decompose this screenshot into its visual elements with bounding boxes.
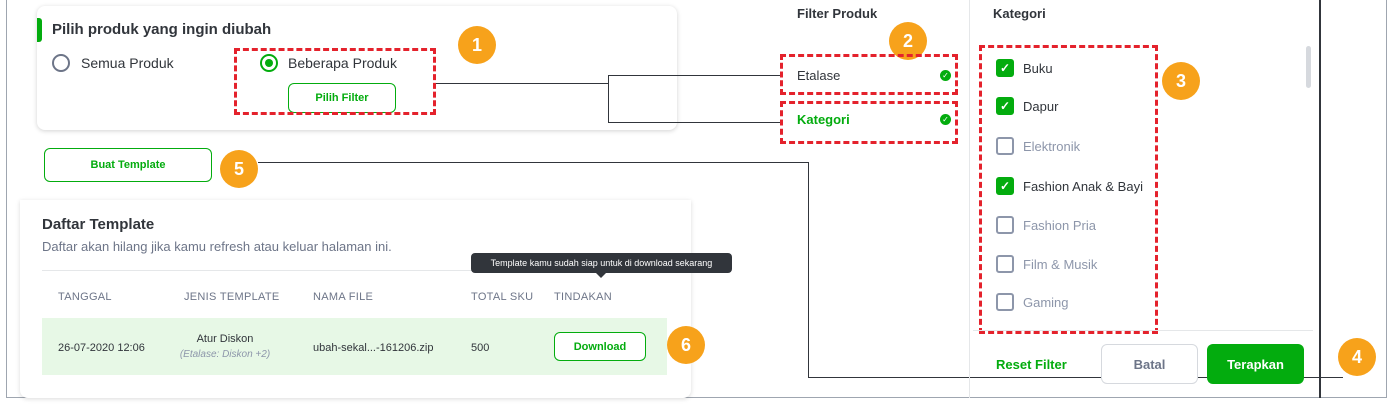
- column-header-action: TINDAKAN: [554, 291, 613, 303]
- category-label: Film & Musik: [1023, 257, 1098, 272]
- radio-some-products-label: Beberapa Produk: [288, 55, 397, 71]
- filter-item-kategori[interactable]: Kategori: [797, 112, 850, 127]
- category-label: Gaming: [1023, 295, 1069, 310]
- connector-line: [436, 83, 609, 84]
- checkbox-gaming[interactable]: [996, 293, 1014, 311]
- row-total-sku: 500: [471, 342, 490, 354]
- radio-some-products[interactable]: [260, 54, 278, 72]
- row-type-detail: (Etalase: Diskon +2): [179, 349, 271, 360]
- card-accent-bar: [37, 18, 42, 42]
- connector-line: [808, 377, 1343, 378]
- step-badge-1: 1: [458, 26, 496, 64]
- connector-line: [258, 162, 809, 163]
- checkbox-elektronik[interactable]: [996, 137, 1014, 155]
- category-label: Fashion Pria: [1023, 218, 1096, 233]
- highlight-box-1: [234, 48, 436, 115]
- scrollbar-thumb[interactable]: [1306, 46, 1311, 88]
- app-frame: [6, 0, 1387, 398]
- checkbox-film-musik[interactable]: [996, 255, 1014, 273]
- checkbox-dapur[interactable]: ✓: [996, 97, 1014, 115]
- column-header-file: NAMA FILE: [313, 291, 374, 303]
- table-header-divider: [42, 270, 667, 271]
- highlight-box-2b: [780, 101, 958, 144]
- panel-divider: [1319, 0, 1321, 398]
- step-badge-3: 3: [1162, 62, 1200, 100]
- radio-all-products-label: Semua Produk: [81, 55, 174, 71]
- step-badge-4: 4: [1338, 338, 1376, 376]
- category-label: Fashion Anak & Bayi: [1023, 179, 1143, 194]
- check-icon: ✓: [940, 114, 951, 125]
- category-panel-title: Kategori: [993, 6, 1046, 21]
- filter-panel-title: Filter Produk: [797, 6, 878, 21]
- row-file-name: ubah-sekal...-161206.zip: [313, 342, 434, 354]
- highlight-box-3: [979, 45, 1158, 334]
- cancel-button[interactable]: Batal: [1101, 344, 1198, 384]
- column-header-sku: TOTAL SKU: [471, 291, 534, 303]
- connector-line: [608, 75, 609, 123]
- footer-divider: [973, 330, 1313, 331]
- connector-line: [608, 75, 780, 76]
- column-header-type: JENIS TEMPLATE: [184, 291, 280, 303]
- highlight-box-2a: [780, 54, 958, 95]
- row-date: 26-07-2020 12:06: [58, 342, 145, 354]
- template-list-subtitle: Daftar akan hilang jika kamu refresh ata…: [42, 239, 392, 254]
- connector-line: [808, 162, 809, 378]
- column-header-date: TANGGAL: [58, 291, 112, 303]
- filter-item-etalase[interactable]: Etalase: [797, 68, 841, 83]
- check-icon: ✓: [940, 70, 951, 81]
- category-label: Buku: [1023, 61, 1053, 76]
- checkbox-fashion-pria[interactable]: [996, 216, 1014, 234]
- radio-all-products[interactable]: [52, 54, 70, 72]
- download-tooltip: Template kamu sudah siap untuk di downlo…: [471, 253, 732, 273]
- panel-divider: [969, 0, 970, 398]
- row-type: Atur Diskon: [196, 333, 254, 345]
- connector-line: [608, 122, 780, 123]
- template-list-title: Daftar Template: [42, 216, 155, 233]
- checkbox-fashion-anak-bayi[interactable]: ✓: [996, 177, 1014, 195]
- create-template-button[interactable]: Buat Template: [44, 148, 212, 182]
- step-badge-2: 2: [889, 22, 927, 60]
- apply-button[interactable]: Terapkan: [1207, 344, 1304, 384]
- download-button[interactable]: Download: [554, 332, 646, 361]
- reset-filter-link[interactable]: Reset Filter: [996, 357, 1067, 372]
- step-badge-5: 5: [220, 150, 258, 188]
- category-label: Elektronik: [1023, 139, 1081, 154]
- checkbox-buku[interactable]: ✓: [996, 59, 1014, 77]
- category-label: Dapur: [1023, 99, 1059, 114]
- step-badge-6: 6: [667, 326, 705, 364]
- card-title: Pilih produk yang ingin diubah: [52, 21, 272, 38]
- tooltip-arrow: [595, 272, 607, 278]
